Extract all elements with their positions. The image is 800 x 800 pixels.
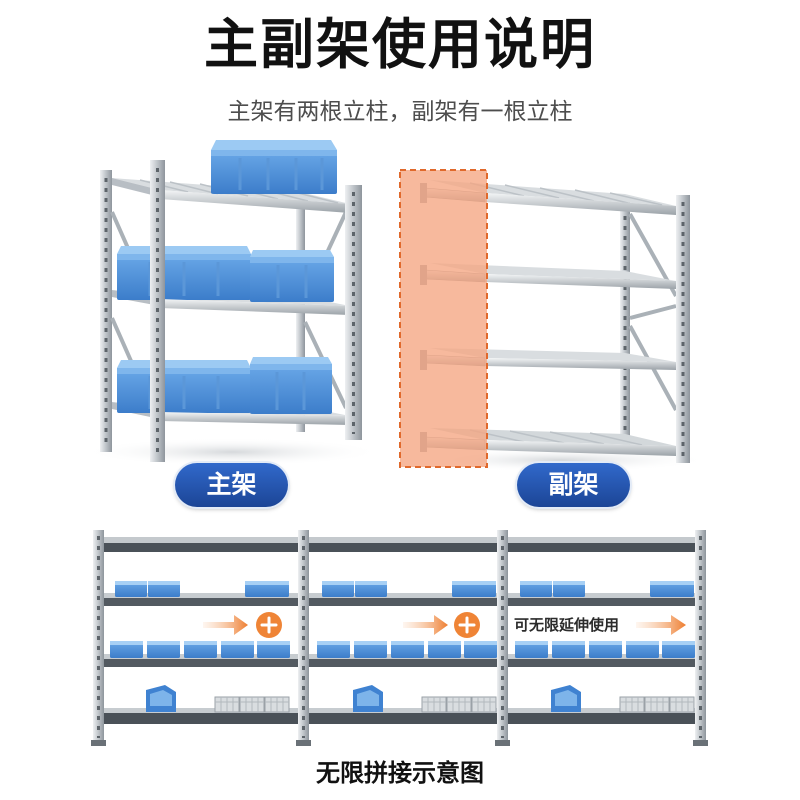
shelf-deck [430, 263, 676, 281]
page-title: 主副架使用说明 [204, 13, 596, 76]
shelf-level-3 [430, 348, 676, 370]
upright-foot [495, 740, 510, 746]
shelf-deck [96, 708, 702, 713]
upright-front-right [676, 195, 690, 463]
shelf-beam [96, 659, 702, 667]
splice-diagram [91, 530, 708, 746]
shelf-deck [96, 593, 702, 598]
sub-rack-label: 副架 [517, 463, 630, 507]
front-beam [485, 274, 676, 289]
sub-rack [399, 169, 710, 472]
shelf-deck [430, 348, 676, 362]
floor-shadow [82, 438, 382, 466]
shelf-level-4 [430, 428, 676, 456]
front-beam [160, 412, 350, 425]
storage-box [117, 246, 251, 300]
shelf-level-1 [430, 180, 676, 215]
highlight-region [399, 169, 488, 468]
main-rack [82, 140, 382, 466]
storage-box [117, 360, 251, 413]
storage-box [211, 140, 337, 194]
upright-foot [91, 740, 106, 746]
shelf-beam [96, 598, 702, 606]
upright-foot [296, 740, 311, 746]
front-beam [485, 440, 676, 456]
shelf-beam [96, 543, 702, 552]
deck-slats [469, 182, 663, 206]
arrow-right-icon [636, 615, 686, 635]
shelf-deck [430, 428, 676, 446]
shelf-middle [112, 246, 350, 315]
shelf-beam [96, 713, 702, 724]
shelf-top [112, 140, 350, 213]
side-brace [628, 213, 678, 411]
upright-foot [693, 740, 708, 746]
side-beam [112, 178, 160, 197]
uprights [91, 530, 708, 746]
shelf-bottom [112, 357, 350, 425]
deck-slats [469, 429, 643, 446]
page-subtitle: 主架有两根立柱，副架有一根立柱 [227, 99, 573, 125]
plus-icon [256, 612, 282, 638]
upright-back-right [296, 196, 305, 432]
shelf-level-2 [430, 263, 676, 289]
shelf-deck [96, 537, 702, 543]
arrow-right-icon [203, 615, 248, 635]
front-beam [160, 299, 350, 315]
main-rack-label: 主架 [175, 463, 288, 507]
front-beam [485, 193, 676, 215]
front-beam [485, 358, 676, 370]
plus-icon [454, 612, 480, 638]
front-beam [160, 190, 350, 213]
diagram-caption: 无限拼接示意图 [316, 759, 484, 787]
extend-callout: 可无限延伸使用 [514, 616, 620, 634]
storage-box [250, 357, 332, 414]
storage-box [250, 250, 334, 302]
arrow-right-icon [403, 615, 448, 635]
